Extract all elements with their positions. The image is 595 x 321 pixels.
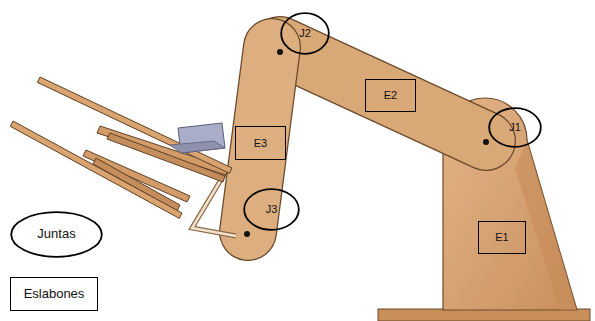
joint-ellipse: J2 [280, 12, 330, 55]
node-label: J2 [299, 27, 311, 39]
node-label: Juntas [37, 227, 75, 241]
gripper-plate [93, 158, 180, 211]
joint-ellipse: J3 [243, 188, 300, 231]
base-plate [378, 309, 590, 321]
link-box: E3 [235, 126, 286, 160]
joint-ellipse: J1 [488, 107, 542, 148]
gripper-finger [37, 77, 232, 173]
ellipse-line [244, 189, 299, 230]
node-label: E1 [495, 231, 508, 243]
node-label: J1 [509, 121, 521, 133]
node-label: E2 [384, 89, 397, 101]
link-one-shade [515, 140, 577, 310]
node-label: E3 [254, 137, 267, 149]
ellipse-line [281, 13, 329, 54]
servo-motor-side [170, 141, 225, 153]
node-label: J3 [266, 203, 278, 215]
joint-dot [483, 139, 489, 145]
link-box: E2 [365, 79, 416, 112]
key-box: Eslabones [10, 277, 98, 311]
key-ellipse: Juntas [10, 211, 103, 258]
link-two [280, 46, 486, 141]
joint-dot [244, 231, 250, 237]
link-two-edge [280, 46, 486, 141]
joint-dot [277, 49, 283, 55]
link-box: E1 [478, 221, 526, 254]
gripper-finger [10, 121, 182, 218]
ellipse-line [11, 212, 102, 257]
ellipse-line [489, 108, 541, 147]
node-label: Eslabones [24, 287, 85, 301]
